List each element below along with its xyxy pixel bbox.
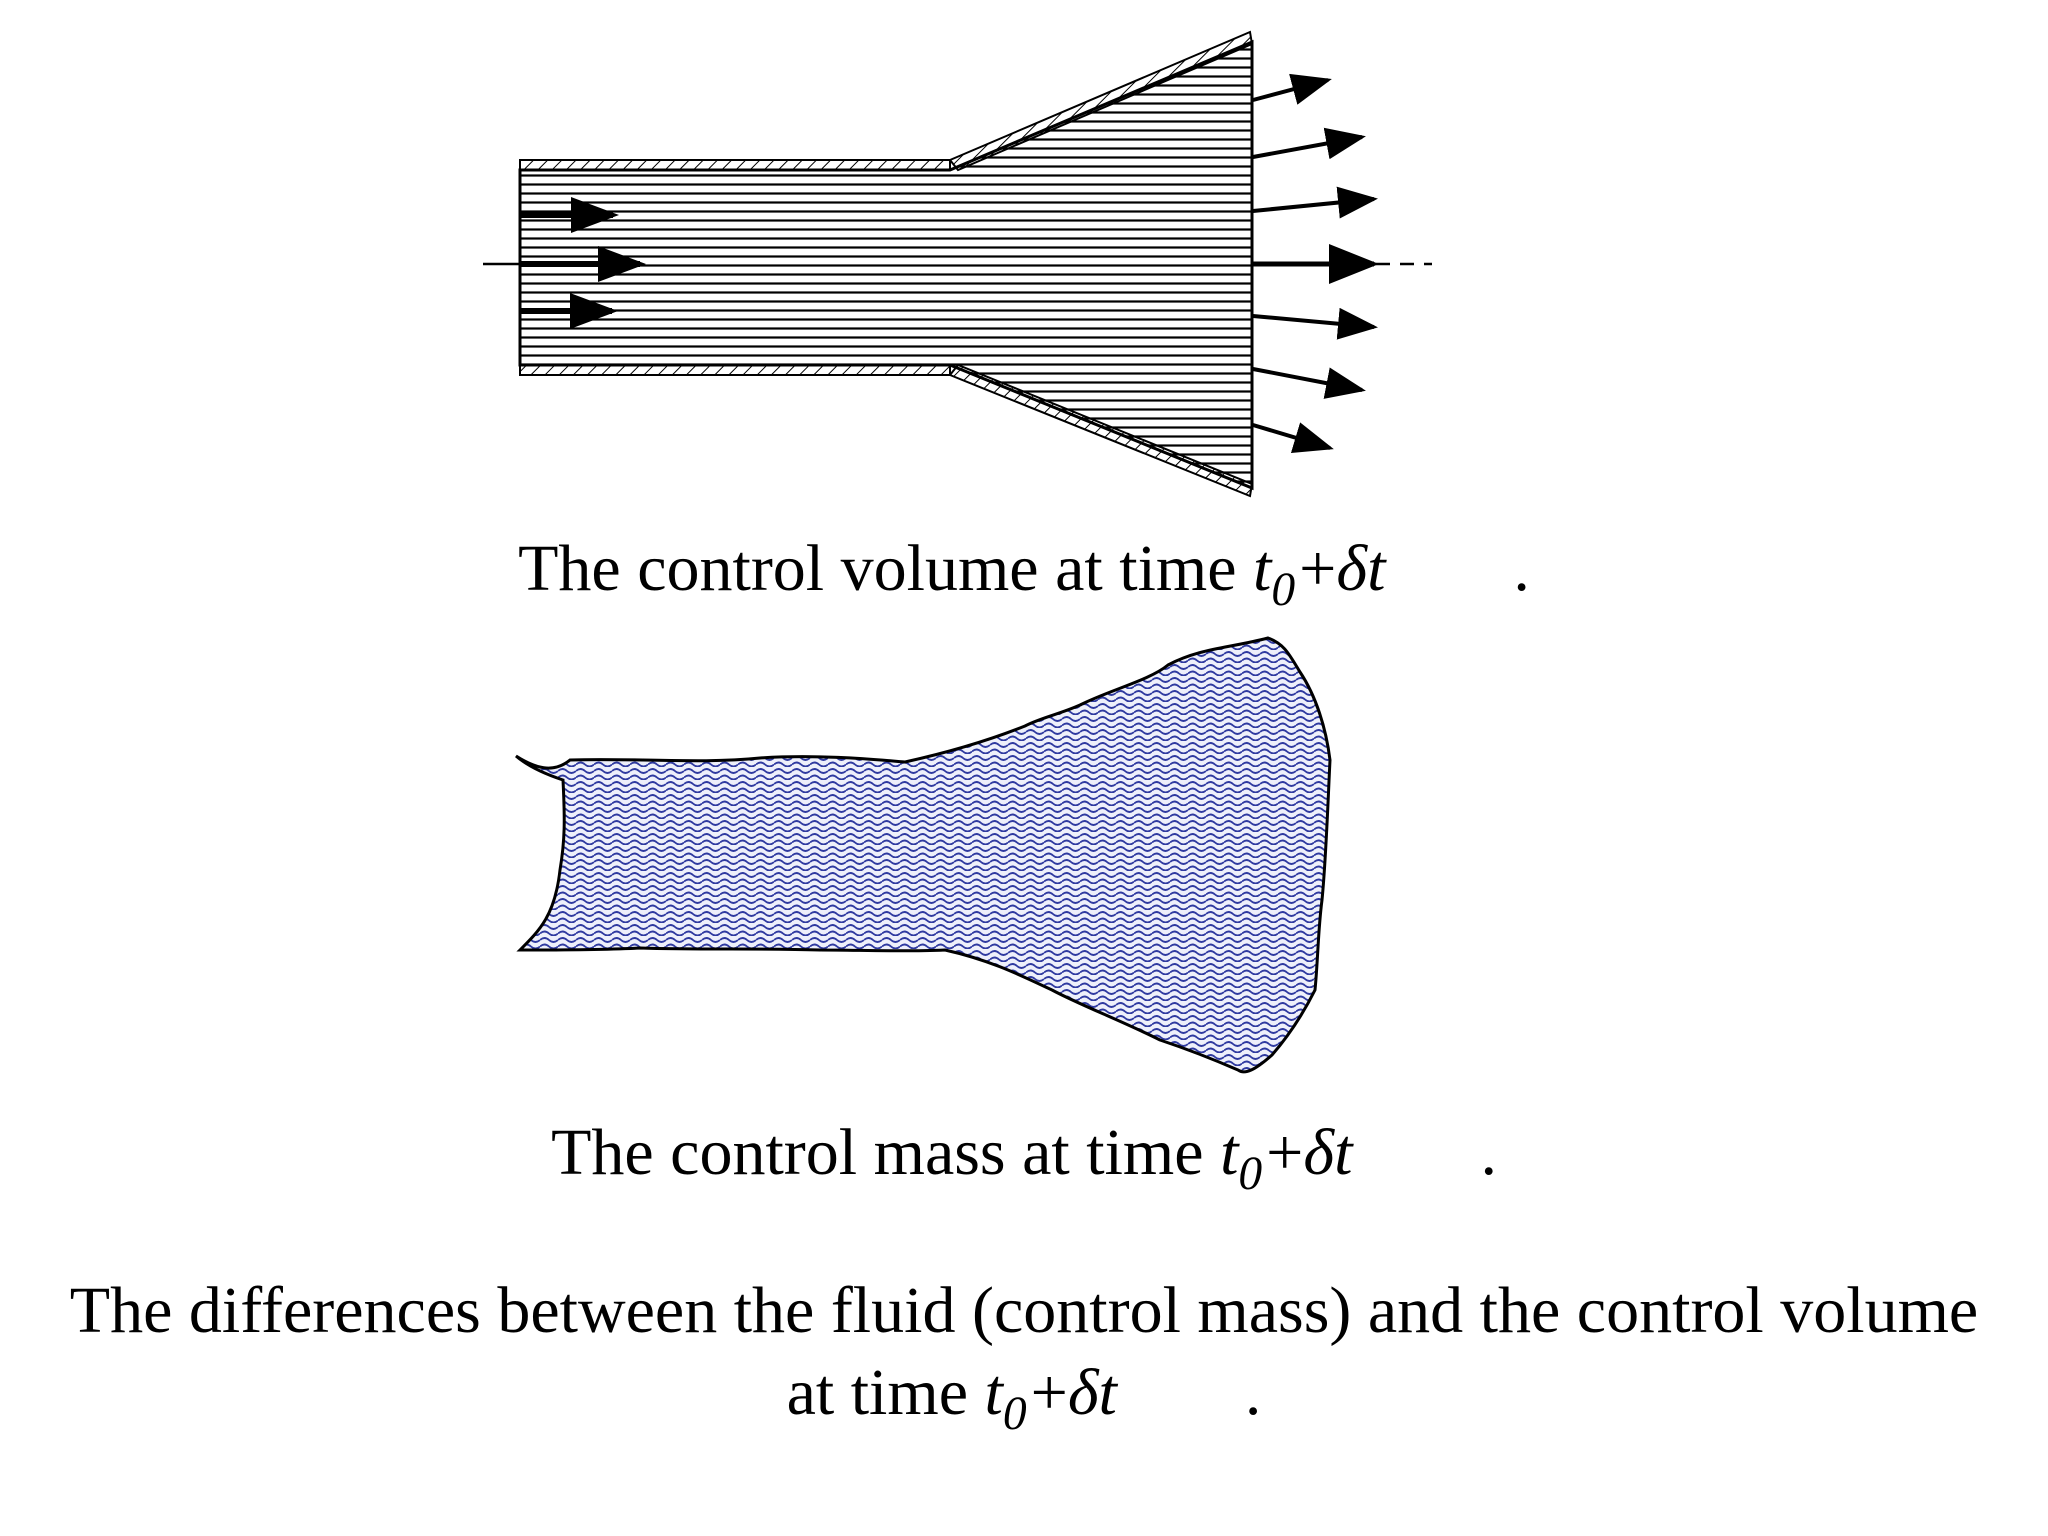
cv-caption-t: t — [1253, 532, 1272, 605]
lower-diffuser-wall — [948, 363, 1254, 498]
outlet-arrow-2 — [1252, 127, 1366, 160]
control-mass-caption: The control mass at time t0+δt. — [0, 1116, 2048, 1198]
outlet-arrow-3 — [1252, 186, 1378, 219]
cm-caption-period: . — [1480, 1116, 1497, 1189]
diff-caption-period: . — [1244, 1356, 1262, 1429]
cm-caption-delta: δt — [1303, 1116, 1353, 1189]
outlet-arrow-5 — [1252, 307, 1378, 340]
diff-caption-line2-text: at time — [786, 1356, 969, 1429]
cm-caption-text: The control mass at time — [551, 1116, 1204, 1189]
differences-caption-line2: at time t0+δt. — [0, 1356, 2048, 1438]
lower-pipe-wall — [519, 364, 951, 376]
diff-caption-t: t — [984, 1356, 1003, 1429]
diff-caption-line1-text: The differences between the fluid (contr… — [69, 1274, 1979, 1347]
cv-caption-plus: + — [1299, 532, 1337, 605]
cm-caption-t: t — [1220, 1116, 1239, 1189]
outlet-arrow-7 — [1252, 422, 1334, 454]
outlet-arrow-6 — [1252, 367, 1366, 399]
upper-pipe-wall — [519, 159, 951, 171]
diff-caption-subscript: 0 — [1002, 1388, 1027, 1441]
cv-caption-period: . — [1513, 532, 1530, 605]
diff-caption-plus: + — [1030, 1356, 1068, 1429]
cv-caption-subscript: 0 — [1271, 564, 1296, 617]
control-volume-caption: The control volume at time t0+δt. — [0, 532, 2048, 614]
cv-caption-text: The control volume at time — [518, 532, 1237, 605]
control-mass-region — [515, 636, 1332, 1074]
cm-caption-subscript: 0 — [1238, 1148, 1263, 1201]
cv-caption-delta: δt — [1336, 532, 1386, 605]
cm-caption-plus: + — [1266, 1116, 1304, 1189]
diff-caption-delta: δt — [1067, 1356, 1117, 1429]
control-volume-diagram — [483, 30, 1432, 498]
outlet-arrow-1 — [1252, 73, 1332, 105]
upper-diffuser-wall — [948, 30, 1254, 172]
differences-caption-line1: The differences between the fluid (contr… — [0, 1278, 2048, 1344]
